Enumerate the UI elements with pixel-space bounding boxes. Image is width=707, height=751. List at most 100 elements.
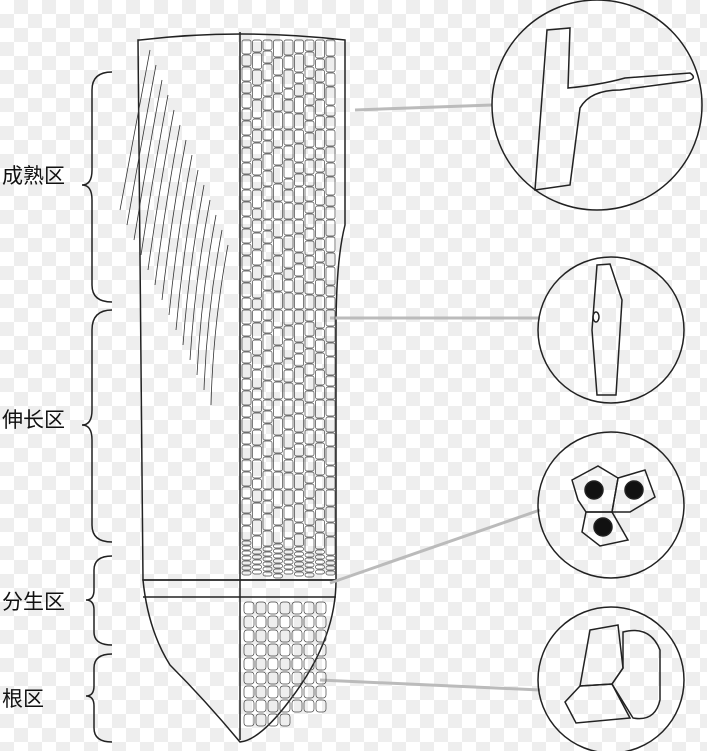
- cell: [325, 432, 336, 447]
- cell: [241, 525, 252, 541]
- cell: [304, 132, 315, 148]
- cell: [283, 339, 294, 359]
- cell: [283, 369, 294, 383]
- cell: [273, 201, 283, 220]
- cell: [304, 105, 315, 121]
- cell: [241, 243, 252, 256]
- cell: [294, 432, 304, 444]
- root-cap-outline: [142, 579, 337, 743]
- cell: [262, 333, 273, 351]
- cell: [252, 519, 262, 536]
- cell: [294, 293, 304, 310]
- cell: [325, 236, 336, 253]
- cell: [273, 507, 283, 526]
- cell: [304, 562, 315, 568]
- cell: [252, 478, 262, 490]
- cell: [304, 471, 315, 484]
- cap-cell: [315, 615, 327, 629]
- cell: [262, 546, 273, 552]
- cell: [315, 532, 325, 550]
- cell: [241, 255, 252, 271]
- cell: [252, 339, 262, 356]
- cell: [294, 366, 304, 384]
- cell: [315, 219, 325, 239]
- cap-cell: [243, 685, 255, 699]
- cap-cell: [315, 671, 327, 685]
- cap-cell: [279, 657, 291, 671]
- cell: [304, 213, 315, 229]
- cell: [273, 558, 283, 564]
- cap-cell: [303, 671, 315, 685]
- cap-cell: [243, 643, 255, 657]
- cap-cell: [243, 713, 255, 727]
- cell: [262, 571, 273, 577]
- cell: [273, 435, 283, 454]
- cell: [241, 390, 252, 406]
- cell: [241, 363, 252, 379]
- cell: [273, 345, 283, 364]
- cell: [283, 559, 294, 565]
- cell: [241, 560, 252, 566]
- cell: [325, 536, 336, 556]
- cap-cell: [255, 699, 267, 713]
- cap-cell: [291, 685, 303, 699]
- cell: [262, 290, 273, 310]
- cap-cell: [267, 601, 279, 615]
- cell: [241, 66, 252, 82]
- root-hair: [154, 124, 181, 286]
- cell: [252, 175, 262, 190]
- cell: [325, 416, 336, 433]
- cell: [241, 120, 252, 136]
- cell: [241, 81, 252, 94]
- cell: [304, 267, 315, 283]
- cell: [273, 568, 283, 574]
- cell: [325, 116, 336, 130]
- cell: [283, 429, 294, 449]
- cap-cell: [267, 615, 279, 629]
- cell: [241, 550, 252, 556]
- cap-cell: [315, 629, 327, 643]
- cap-cell: [315, 601, 327, 615]
- cell: [304, 572, 315, 578]
- cell: [283, 309, 294, 326]
- cell: [262, 366, 273, 381]
- cell: [315, 115, 325, 130]
- cell: [273, 129, 283, 148]
- cell: [294, 309, 304, 324]
- cell: [283, 489, 294, 506]
- cell: [304, 120, 315, 133]
- cell: [252, 489, 262, 503]
- cell: [241, 540, 252, 546]
- cell: [273, 573, 283, 579]
- cell: [325, 489, 336, 507]
- cap-cell: [267, 713, 279, 727]
- cell: [283, 415, 294, 430]
- cell: [283, 325, 294, 340]
- cap-cell: [267, 671, 279, 685]
- cap-cell: [279, 615, 291, 629]
- cell: [304, 282, 315, 295]
- cap-cell: [243, 699, 255, 713]
- cell: [262, 440, 273, 457]
- cell: [262, 556, 273, 562]
- cell: [325, 162, 336, 177]
- cap-cell: [255, 601, 267, 615]
- cell: [241, 282, 252, 298]
- cell: [283, 99, 294, 113]
- cell: [294, 203, 304, 220]
- cell: [283, 69, 294, 89]
- label-meristem-zone: 分生区: [2, 590, 65, 614]
- cell: [262, 489, 273, 501]
- cap-cell: [267, 685, 279, 699]
- cell: [283, 554, 294, 560]
- cell: [325, 176, 336, 196]
- cell: [241, 174, 252, 190]
- cell: [325, 506, 336, 523]
- cell: [262, 399, 273, 411]
- cell: [241, 39, 252, 55]
- cell: [294, 53, 304, 73]
- cell: [304, 429, 315, 445]
- cell: [273, 563, 283, 569]
- cell: [283, 472, 294, 490]
- cap-cell: [279, 601, 291, 615]
